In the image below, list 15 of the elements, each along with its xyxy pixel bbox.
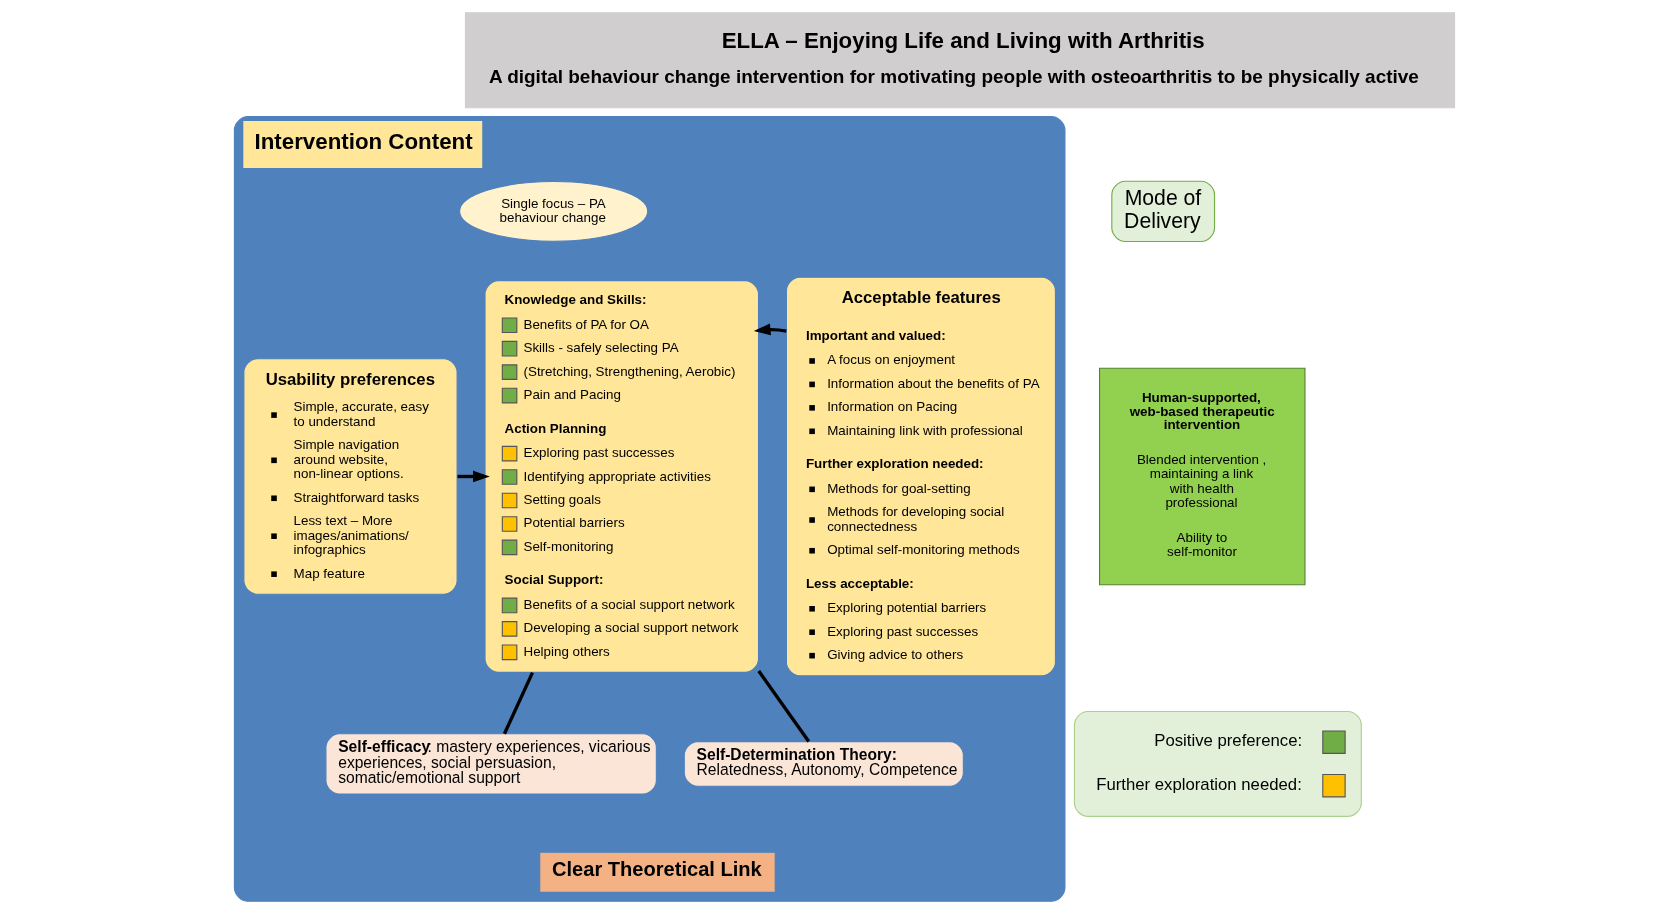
node-box: ELLA – Enjoying Life and Living with Arthritis A digital behaviour change intervention for motivating people with osteoarthritis to be physically active xyxy=(464,12,1456,109)
node-box: Acceptable features Important and valued: A focus on enjoyment Information about the benefits of PA Information on Pacing Maintaining link with professional Further exploration needed: Methods for goal-setting Methods for developing social connectedness Optimal self-monitoring methods Less acceptable: Exploring potential barriers Exploring past successes Giving advice to others xyxy=(785,276,1056,677)
legend-label: Further exploration needed: xyxy=(1096,774,1302,794)
connector xyxy=(502,671,534,735)
node-box: Self-Determination Theory: Relatedness, Autonomy, Competence xyxy=(683,741,964,787)
connector xyxy=(757,670,811,743)
node-box: Mode of Delivery xyxy=(1111,180,1216,243)
node-box: Self-efficacy: mastery experiences, vicarious experiences, social persuasion, somatic/emotional support xyxy=(325,733,657,795)
node-box: Clear Theoretical Link xyxy=(539,851,776,893)
node-box: Usability preferences Simple, accurate, easy to understand Simple navigation around website, non-linear options. Straightforward tasks Less text – More images/animations/ infographics Map feature xyxy=(243,358,458,595)
arrow xyxy=(753,323,787,336)
node-box: Knowledge and Skills: Benefits of PA for OA Skills - safely selecting PA (Stretching, Strengthening, Aerobic) Pain and Pacing Action Planning Exploring past successes Identifying appropriate activities Setting goals Potential barriers Self-monitoring Social Support: Benefits of a social support network Developing a social support network Helping others xyxy=(484,280,760,673)
legend-label: Positive preference: xyxy=(1154,731,1303,751)
node-box: Human-supported, web-based therapeutic intervention Blended intervention , maintaining a link with health professional Ability to self-monitor xyxy=(1099,367,1306,586)
node-ellipse: Single focus – PA behaviour change xyxy=(459,180,649,242)
